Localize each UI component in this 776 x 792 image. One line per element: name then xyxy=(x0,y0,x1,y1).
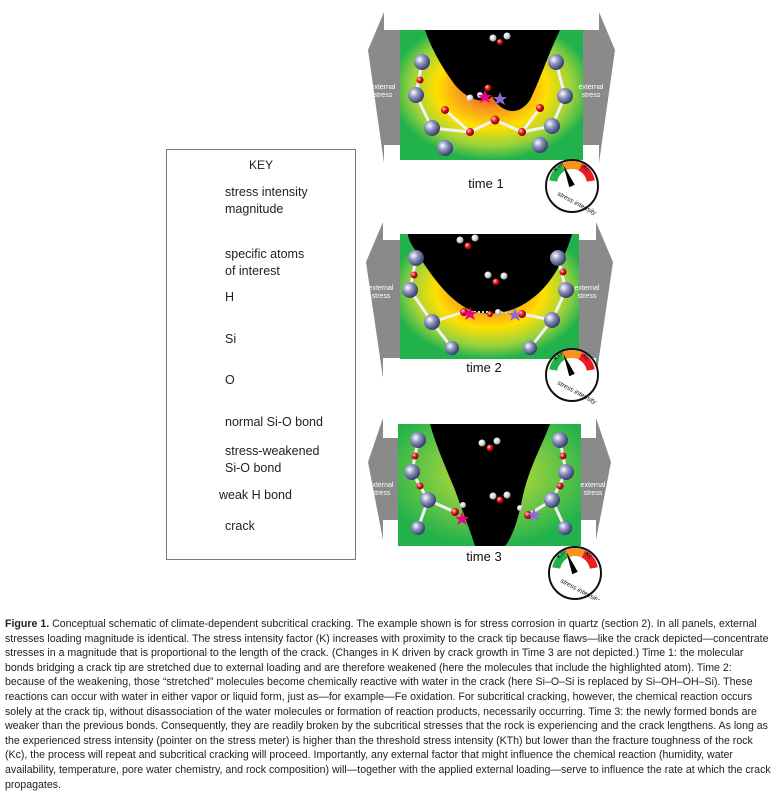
left-stress-arrow xyxy=(368,418,398,540)
time-label-2: time 2 xyxy=(466,360,502,375)
key-item-si: Si xyxy=(225,332,237,346)
panel-time-1 xyxy=(368,12,615,163)
si-atoms xyxy=(404,432,574,535)
atoms-of-interest xyxy=(478,90,507,105)
time-label-1: time 1 xyxy=(468,176,504,191)
right-stress-arrow xyxy=(583,12,615,163)
water-molecules xyxy=(460,437,523,511)
water-molecules xyxy=(466,32,511,102)
left-stress-arrow xyxy=(366,222,400,378)
si-atoms xyxy=(402,250,574,355)
weak-h-bonds xyxy=(470,311,516,314)
panel-time-3 xyxy=(368,418,611,546)
stress-meter-needle xyxy=(563,353,575,377)
crack xyxy=(425,30,560,112)
time-label-3: time 3 xyxy=(466,549,502,564)
atoms-of-interest xyxy=(455,508,541,525)
panel-time-2 xyxy=(366,222,613,378)
o-atoms xyxy=(416,76,544,136)
gauge-kc-label: Kc xyxy=(581,164,590,173)
stress-meter-needle xyxy=(563,164,575,188)
right-stress-arrow xyxy=(579,222,613,378)
figure-label: Figure 1. xyxy=(5,618,50,630)
key-item-weak-h-bond: weak H bond xyxy=(219,488,292,502)
stress-meter-needle xyxy=(566,551,578,575)
key-item-crack: crack xyxy=(225,519,255,533)
water-molecules xyxy=(456,234,508,315)
si-atoms xyxy=(408,54,573,156)
atoms-of-interest xyxy=(463,307,522,321)
crack xyxy=(430,424,550,546)
figure-caption: Figure 1. Conceptual schematic of climat… xyxy=(5,617,771,792)
gauge-kc-label: Kc xyxy=(584,551,593,560)
key-item-o: O xyxy=(225,373,235,387)
left-stress-arrow xyxy=(368,12,400,163)
key-item-h: H xyxy=(225,290,235,304)
key-item-normal-bond: normal Si-O bond xyxy=(225,415,323,429)
caption-text: Conceptual schematic of climate-dependen… xyxy=(5,618,771,791)
gauge-kc-label: Kc xyxy=(581,353,590,362)
right-stress-arrow xyxy=(581,418,611,540)
key-title: KEY xyxy=(248,158,273,172)
